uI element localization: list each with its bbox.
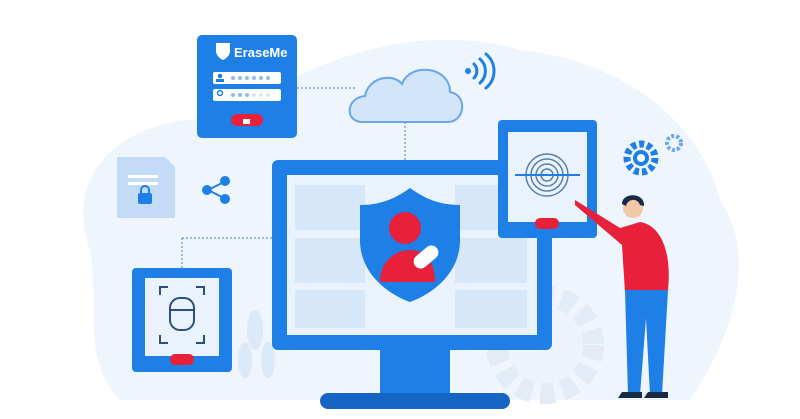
- monitor-stand: [380, 345, 450, 397]
- brand-name: EraseMe: [234, 45, 287, 60]
- user-icon: [217, 73, 223, 79]
- fingerprint-card: [498, 120, 597, 238]
- face-scan-card: [132, 268, 232, 372]
- plant-decoration: [238, 310, 275, 378]
- checkmark-icon: [535, 218, 559, 229]
- connector-lines: [181, 87, 406, 268]
- monitor-base: [320, 393, 510, 409]
- gear-icon: [623, 134, 683, 176]
- person-figure: [575, 195, 669, 398]
- cloud-icon: [348, 68, 464, 123]
- unlock-icon: [243, 119, 250, 124]
- eraser-icon: [413, 245, 439, 269]
- login-card: EraseMe: [197, 35, 297, 138]
- share-icon: [202, 176, 230, 204]
- document-lock-icon: [117, 157, 175, 218]
- checkmark-icon: [170, 354, 194, 365]
- wifi-icon: [465, 52, 496, 90]
- shield-logo-icon: [216, 43, 230, 60]
- shield-user-icon: [360, 188, 460, 302]
- face-scan-icon: [159, 286, 205, 344]
- key-icon: [216, 89, 224, 97]
